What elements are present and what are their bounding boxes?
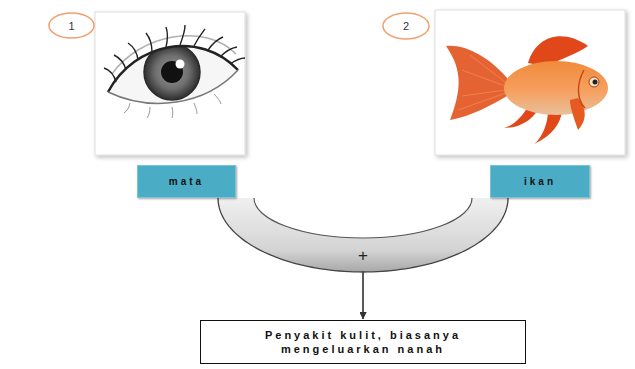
tail-rays	[458, 55, 506, 110]
box-text: Penyakit kulit, biasanya mengeluarkan na…	[237, 328, 489, 356]
fish-body	[504, 61, 608, 115]
box-text: ikan	[524, 176, 556, 187]
joining-connector	[218, 198, 363, 319]
band-inner-edge	[254, 198, 472, 238]
eyelashes	[104, 25, 245, 82]
lower-eyelid	[108, 70, 238, 103]
eye-highlight	[176, 60, 185, 69]
picture-frame	[95, 12, 245, 155]
plus-sign: +	[358, 247, 368, 264]
callout-number: 2	[382, 12, 430, 40]
callout-number-text: 2	[403, 20, 409, 32]
goldfish-drawing	[446, 36, 608, 144]
callout-outline	[383, 13, 429, 39]
pectoral-fin	[570, 98, 585, 130]
callout-number-text: 1	[68, 20, 74, 32]
word-label-box: mata	[137, 165, 236, 198]
picture-frame	[435, 10, 625, 155]
fish-tail	[446, 46, 512, 120]
callout-number: 1	[48, 12, 95, 39]
word-label-box: ikan	[490, 165, 590, 198]
box-text: mata	[169, 176, 204, 187]
upper-eyelid	[108, 46, 238, 92]
joining-band	[218, 198, 508, 272]
fish-eye	[589, 77, 599, 87]
fish-pupil	[593, 80, 598, 85]
answer-box: Penyakit kulit, biasanya mengeluarkan na…	[200, 320, 526, 364]
joining-connector	[363, 198, 508, 319]
gill-line	[578, 70, 585, 108]
lower-lashes	[124, 94, 221, 118]
eye-drawing	[104, 25, 245, 118]
pelvic-fin	[534, 110, 562, 144]
callout-outline	[49, 13, 94, 38]
